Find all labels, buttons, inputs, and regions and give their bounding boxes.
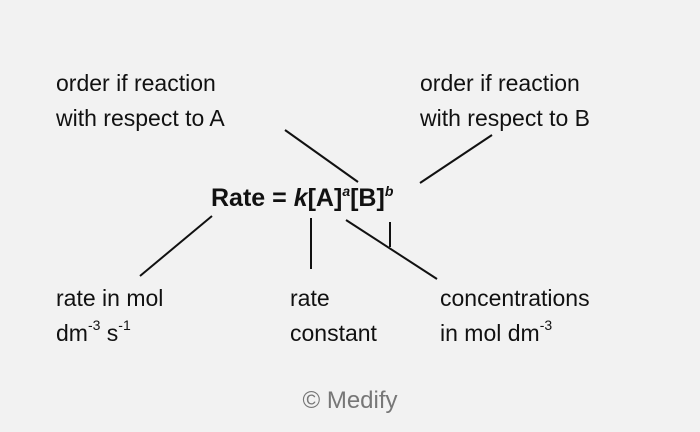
label-concentrations: concentrations in mol dm-3 xyxy=(440,285,590,346)
label-order-b: order if reaction with respect to B xyxy=(420,70,591,131)
label-rate-constant: rate constant xyxy=(290,285,377,346)
equation-lhs: Rate = xyxy=(211,184,294,212)
equation-a-exponent: a xyxy=(342,183,351,199)
line-rate-units xyxy=(139,215,213,277)
line-order-a xyxy=(284,129,359,183)
label-order-a: order if reaction with respect to A xyxy=(56,70,225,131)
line-order-b xyxy=(419,134,493,184)
copyright-notice: © Medify xyxy=(302,387,398,414)
equation-a-term: [A] xyxy=(307,184,343,212)
label-rate-units: rate in mol dm-3 s-1 xyxy=(56,285,164,346)
rate-equation: Rate = k[A]a[B]b xyxy=(211,180,393,219)
equation-b-term: [B] xyxy=(350,184,385,212)
equation-k: k xyxy=(293,184,308,212)
line-concentrations-a xyxy=(345,219,438,280)
equation-b-exponent: b xyxy=(384,183,394,199)
